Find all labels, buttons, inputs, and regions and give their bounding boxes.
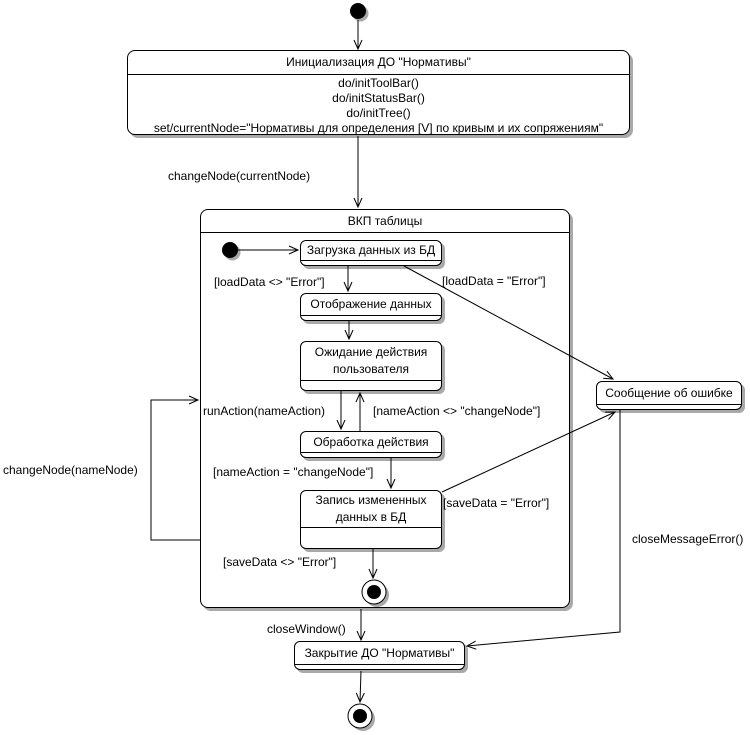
state-error-message-title: Сообщение об ошибке (597, 382, 741, 405)
transition-label-changenode-namenode: changeNode(nameNode) (3, 463, 138, 477)
state-process-action-title: Обработка действия (301, 432, 441, 453)
state-close-normativy-label: Закрытие ДО "Нормативы" (304, 645, 455, 660)
state-load-data[interactable]: Загрузка данных из БД (300, 240, 442, 266)
activity-init-toolbar: do/initToolBar() (338, 76, 419, 90)
state-display-data[interactable]: Отображение данных (300, 293, 442, 321)
state-process-action[interactable]: Обработка действия (300, 431, 442, 458)
transition-label-changenode-currentnode: changeNode(currentNode) (168, 169, 311, 183)
transition-label-closemessageerror: closeMessageError() (632, 532, 744, 546)
transition-label-savedata-ok: [saveData <> "Error"] (223, 555, 337, 569)
transition-label-nameaction-not-changenode: [nameAction <> "changeNode"] (373, 404, 541, 418)
state-save-data[interactable]: Запись измененных данных в БД (300, 490, 442, 549)
state-init-normativy-label: Инициализация ДО "Нормативы" (286, 55, 471, 69)
state-error-message-label: Сообщение об ошибке (605, 385, 733, 400)
state-vkp-table-title: ВКП таблицы (201, 210, 569, 233)
activity-set-currentnode: set/currentNode="Нормативы для определен… (153, 121, 604, 135)
state-wait-user-action[interactable]: Ожидание действия пользователя (300, 341, 442, 391)
activity-init-statusbar: do/initStatusBar() (332, 91, 425, 105)
state-load-data-title: Загрузка данных из БД (301, 241, 441, 261)
state-display-data-title: Отображение данных (301, 294, 441, 316)
state-close-normativy-title: Закрытие ДО "Нормативы" (295, 642, 464, 665)
state-process-action-label: Обработка действия (313, 434, 429, 449)
state-init-normativy-title: Инициализация ДО "Нормативы" (128, 51, 629, 75)
state-save-data-label-2: данных в БД (335, 510, 407, 524)
transition-label-savedata-error: [saveData = "Error"] (443, 496, 550, 510)
state-save-data-label-1: Запись измененных (315, 493, 427, 507)
state-display-data-label: Отображение данных (310, 297, 432, 311)
transition-label-loaddata-error: [loadData = "Error"] (442, 274, 546, 288)
transition-line-vkp-self-loop (150, 395, 200, 541)
final-state-icon-bottom (347, 703, 375, 731)
transition-label-nameaction-changenode: [nameAction = "changeNode"] (213, 465, 374, 479)
state-save-data-title: Запись измененных данных в БД (301, 491, 441, 528)
state-wait-user-action-title: Ожидание действия пользователя (301, 342, 441, 381)
state-wait-user-action-label-2: пользователя (333, 362, 409, 376)
transition-line-close-to-final (355, 670, 365, 704)
state-error-message[interactable]: Сообщение об ошибке (596, 381, 742, 410)
transition-label-closewindow: closeWindow() (267, 622, 346, 636)
transition-label-runaction: runAction(nameAction) (203, 404, 326, 418)
initial-state-icon-top (350, 3, 369, 22)
activity-init-tree: do/initTree() (346, 106, 411, 120)
state-vkp-table-label: ВКП таблицы (347, 213, 423, 228)
state-load-data-label: Загрузка данных из БД (306, 243, 436, 257)
state-init-normativy[interactable]: Инициализация ДО "Нормативы" do/initTool… (127, 50, 630, 135)
transition-label-loaddata-ok: [loadData <> "Error"] (214, 275, 325, 289)
state-close-normativy[interactable]: Закрытие ДО "Нормативы" (294, 641, 465, 670)
state-init-activities: do/initToolBar() do/initStatusBar() do/i… (128, 75, 629, 136)
state-wait-user-action-label-1: Ожидание действия (314, 345, 428, 359)
